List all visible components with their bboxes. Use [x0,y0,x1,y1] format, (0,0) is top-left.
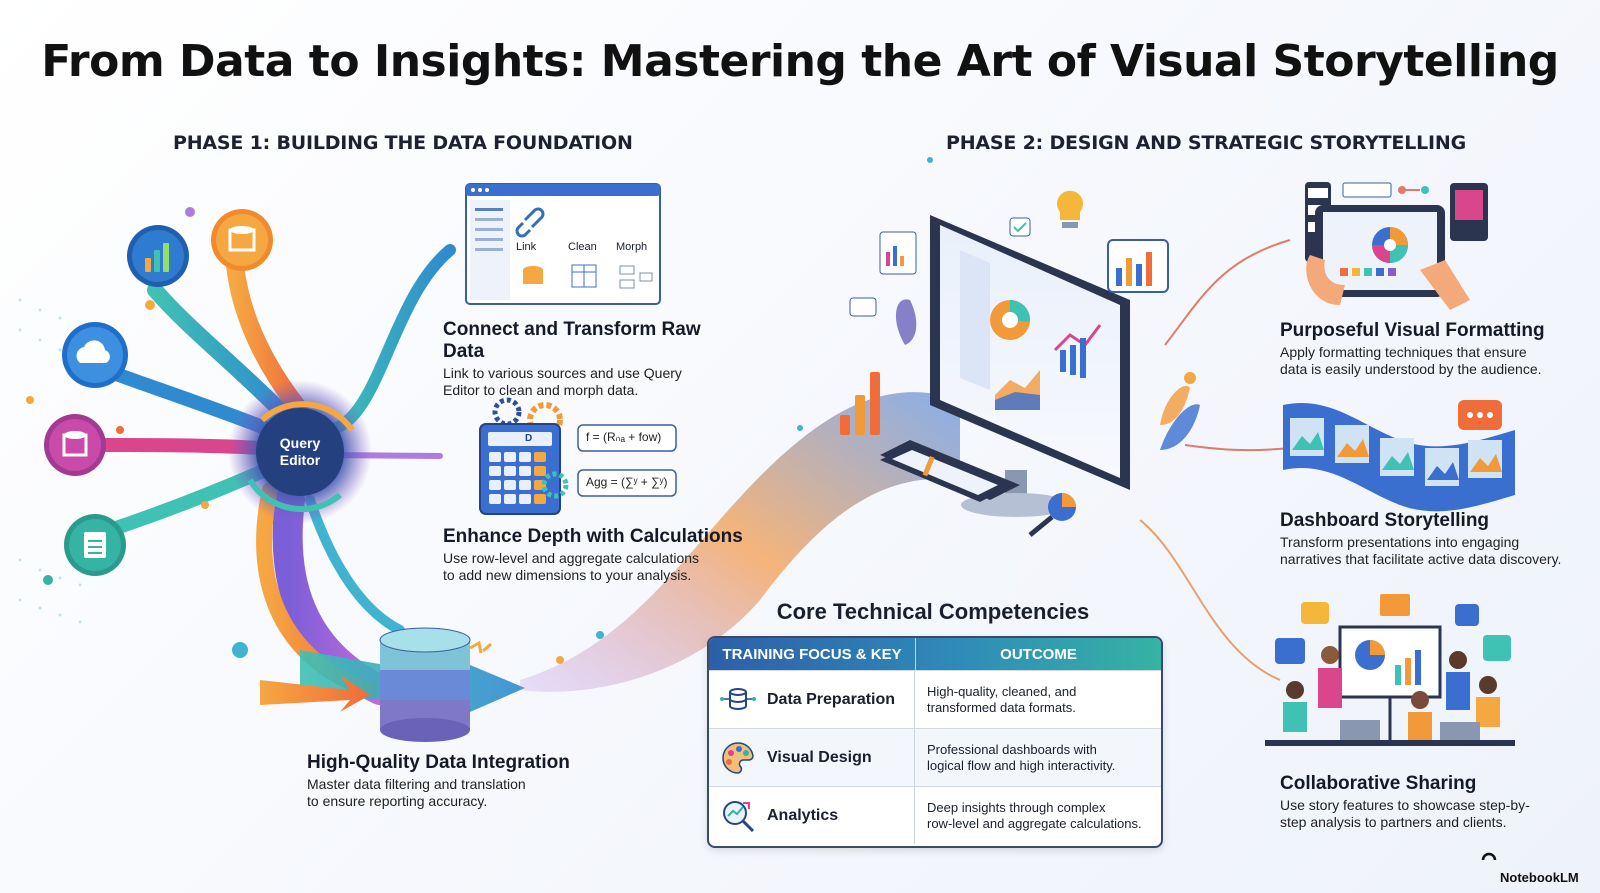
rising-bars [840,372,880,435]
confetti [26,157,1196,664]
query-editor-label: Query Editor [270,435,330,469]
outcome-line2: transformed data formats. [927,699,1076,715]
magnifier-chart-icon [723,800,755,832]
step-desc-line2: narratives that facilitate active data d… [1280,551,1562,567]
hub-label-line1: Query [279,435,321,451]
plant-leaf [895,299,917,345]
competencies-heading: Core Technical Competencies [776,599,1090,624]
phase1-heading: PHASE 1: BUILDING THE DATA FOUNDATION [173,132,633,154]
step-title: Dashboard Storytelling [1280,510,1490,531]
page-title: From Data to Insights: Mastering the Art… [41,36,1559,87]
column-header-focus: TRAINING FOCUS & KEY [709,638,916,670]
focus-label: Visual Design [767,748,872,766]
source-icons [44,209,273,576]
step-desc-line1: Transform presentations into engaging [1280,534,1520,550]
step-title: Purposeful Visual Formatting [1280,320,1545,341]
formatting-tablet [1305,182,1488,310]
step-desc-line2: to ensure reporting accuracy. [307,793,488,809]
step-connect-transform: Connect and Transform Raw Data Link to v… [443,319,743,399]
outcome-line1: Professional dashboards with [927,741,1097,757]
table-header: TRAINING FOCUS & KEY OUTCOME [709,638,1161,670]
step-desc-line2: data is easily understood by the audienc… [1280,361,1542,377]
step-desc-line1: Use story features to showcase step-by- [1280,797,1530,813]
plant-leaf [1160,404,1200,450]
window-label-morph: Morph [616,241,648,253]
window-label-clean: Clean [568,241,597,253]
film-strip [1283,400,1515,512]
step-desc-line2: to add new dimensions to your analysis. [443,567,692,583]
outcome-line1: Deep insights through complex [927,799,1106,815]
notebooklm-logo-icon [1481,852,1497,861]
step-data-integration: High-Quality Data Integration Master dat… [307,752,607,810]
table-row: Analytics Deep insights through complex … [709,786,1161,844]
formula-2: Agg = (∑ʸ + ∑ʸ) [586,475,668,489]
step-title: Collaborative Sharing [1280,773,1477,794]
monitor-illustration [880,215,1130,844]
table-row: Data Preparation High-quality, cleaned, … [709,670,1161,728]
competencies-table: TRAINING FOCUS & KEY OUTCOME Data Prepar… [707,636,1163,848]
query-window [465,183,661,305]
step-desc-line1: Use row-level and aggregate calculations [443,550,700,566]
step-title: Connect and Transform Raw Data [443,319,701,362]
focus-label: Data Preparation [767,690,896,708]
formula-1: f = (Rₙₐ + fow) [586,430,662,444]
plant-leaf [1160,385,1190,425]
palette-icon [722,741,754,774]
step-title: High-Quality Data Integration [307,752,570,773]
step-enhance-depth: Enhance Depth with Calculations Use row-… [443,526,743,584]
database-arrow [260,627,525,742]
phase2-heading: PHASE 2: DESIGN AND STRATEGIC STORYTELLI… [946,132,1466,154]
database-network-icon [720,687,756,710]
outcome-line2: logical flow and high interactivity. [927,757,1116,773]
hub-label-line2: Editor [279,452,321,468]
step-desc-line2: step analysis to partners and clients. [1280,814,1507,830]
calculator-display: D [525,433,533,444]
step-visual-formatting: Purposeful Visual Formatting Apply forma… [1280,320,1590,378]
outcome-line2: row-level and aggregate calculations. [927,815,1142,831]
table-row: Visual Design Professional dashboards wi… [709,728,1161,786]
step-desc-line1: Apply formatting techniques that ensure [1280,344,1527,360]
step-desc-line1: Link to various sources and use Query [443,365,682,381]
floating-icons [849,190,1169,317]
calculator-illustration [479,397,677,515]
insight-stream [520,392,960,692]
column-header-outcome: OUTCOME [1000,645,1077,663]
focus-label: Analytics [767,806,839,824]
step-dashboard-storytelling: Dashboard Storytelling Transform present… [1280,510,1590,568]
step-desc-line1: Master data filtering and translation [307,776,526,792]
outcome-line1: High-quality, cleaned, and [927,683,1077,699]
connector-curves [1139,239,1291,681]
step-collaborative-sharing: Collaborative Sharing Use story features… [1280,773,1590,831]
tablet-illustration [880,445,1076,537]
step-desc-line2: Editor to clean and morph data. [443,382,639,398]
window-label-link: Link [516,241,537,253]
watermark: NotebookLM [1500,870,1579,885]
meeting-illustration [1265,594,1515,746]
step-title: Enhance Depth with Calculations [443,526,743,547]
